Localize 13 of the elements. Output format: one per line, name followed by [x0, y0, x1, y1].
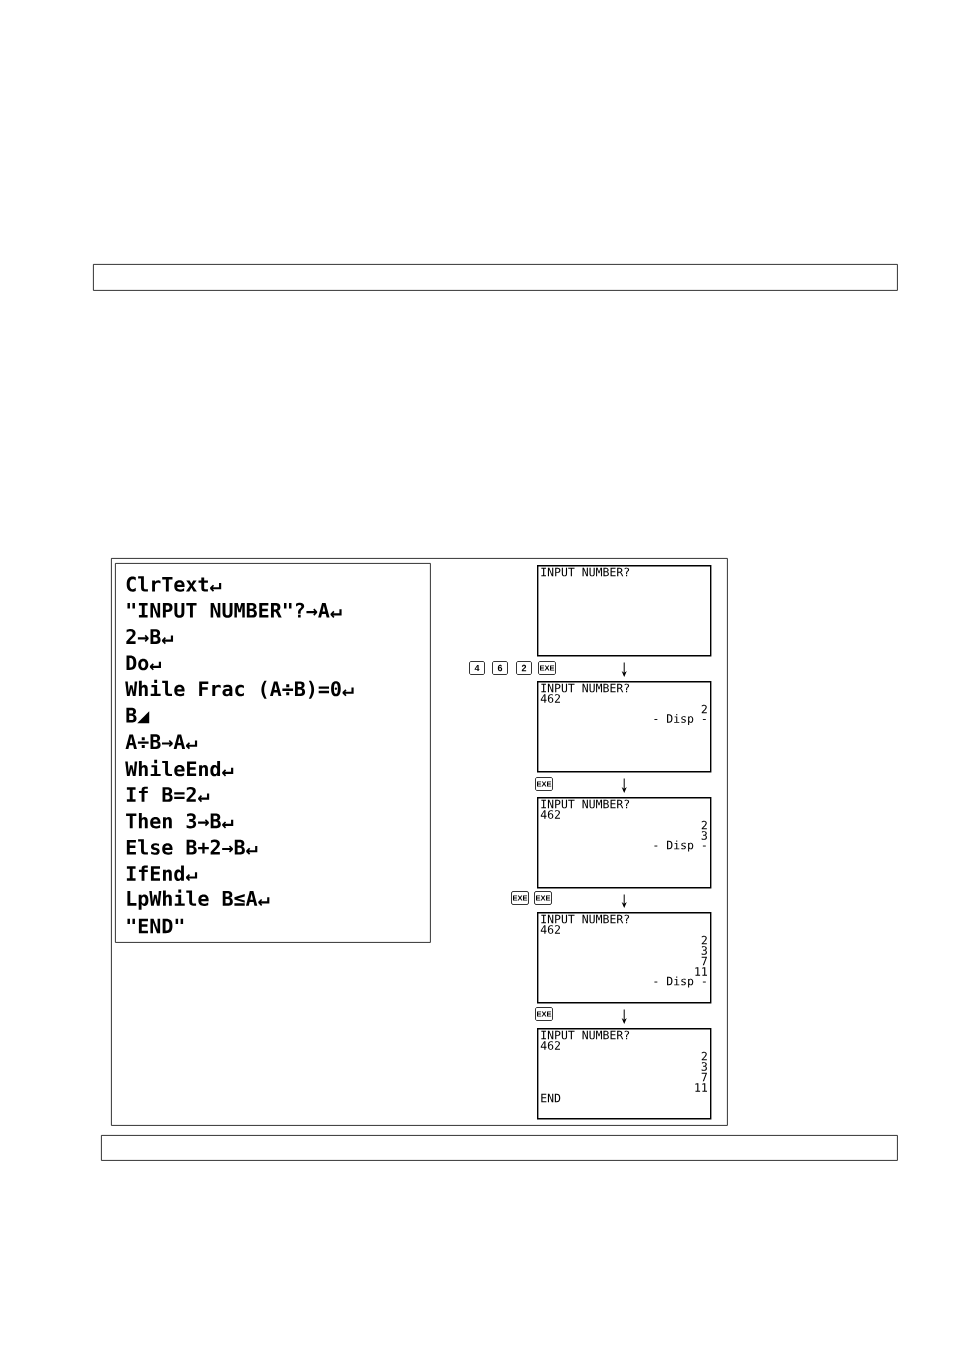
calculator-screen: INPUT NUMBER?: [537, 565, 712, 657]
answer-box: [101, 1135, 898, 1161]
arrow: [622, 661, 627, 677]
calculator-screen: INPUT NUMBER? 462 2 - Disp -: [537, 681, 712, 773]
answer-box: [93, 264, 898, 291]
arrow: [622, 1008, 627, 1024]
calculator-screen: INPUT NUMBER? 462 2 3 7 11 END: [537, 1028, 712, 1120]
calculator-screen: INPUT NUMBER? 462 2 3 - Disp -: [537, 797, 712, 889]
arrow: [622, 893, 627, 908]
calculator-screen: INPUT NUMBER? 462 2 3 7 11 - Disp -: [537, 912, 712, 1004]
figure-frame: [111, 558, 728, 1126]
arrow: [622, 777, 627, 793]
program-listing: ClrText↵ "INPUT NUMBER"?→A↵ 2→B↵ Do↵ While Frac (A÷B)=0↵ B◢ A÷B→A↵ WhileEnd↵ If B=2↵ Then 3→B↵ Else B+2→B↵ IfEnd↵ LpWhile B≤A↵ "END": [115, 563, 431, 943]
